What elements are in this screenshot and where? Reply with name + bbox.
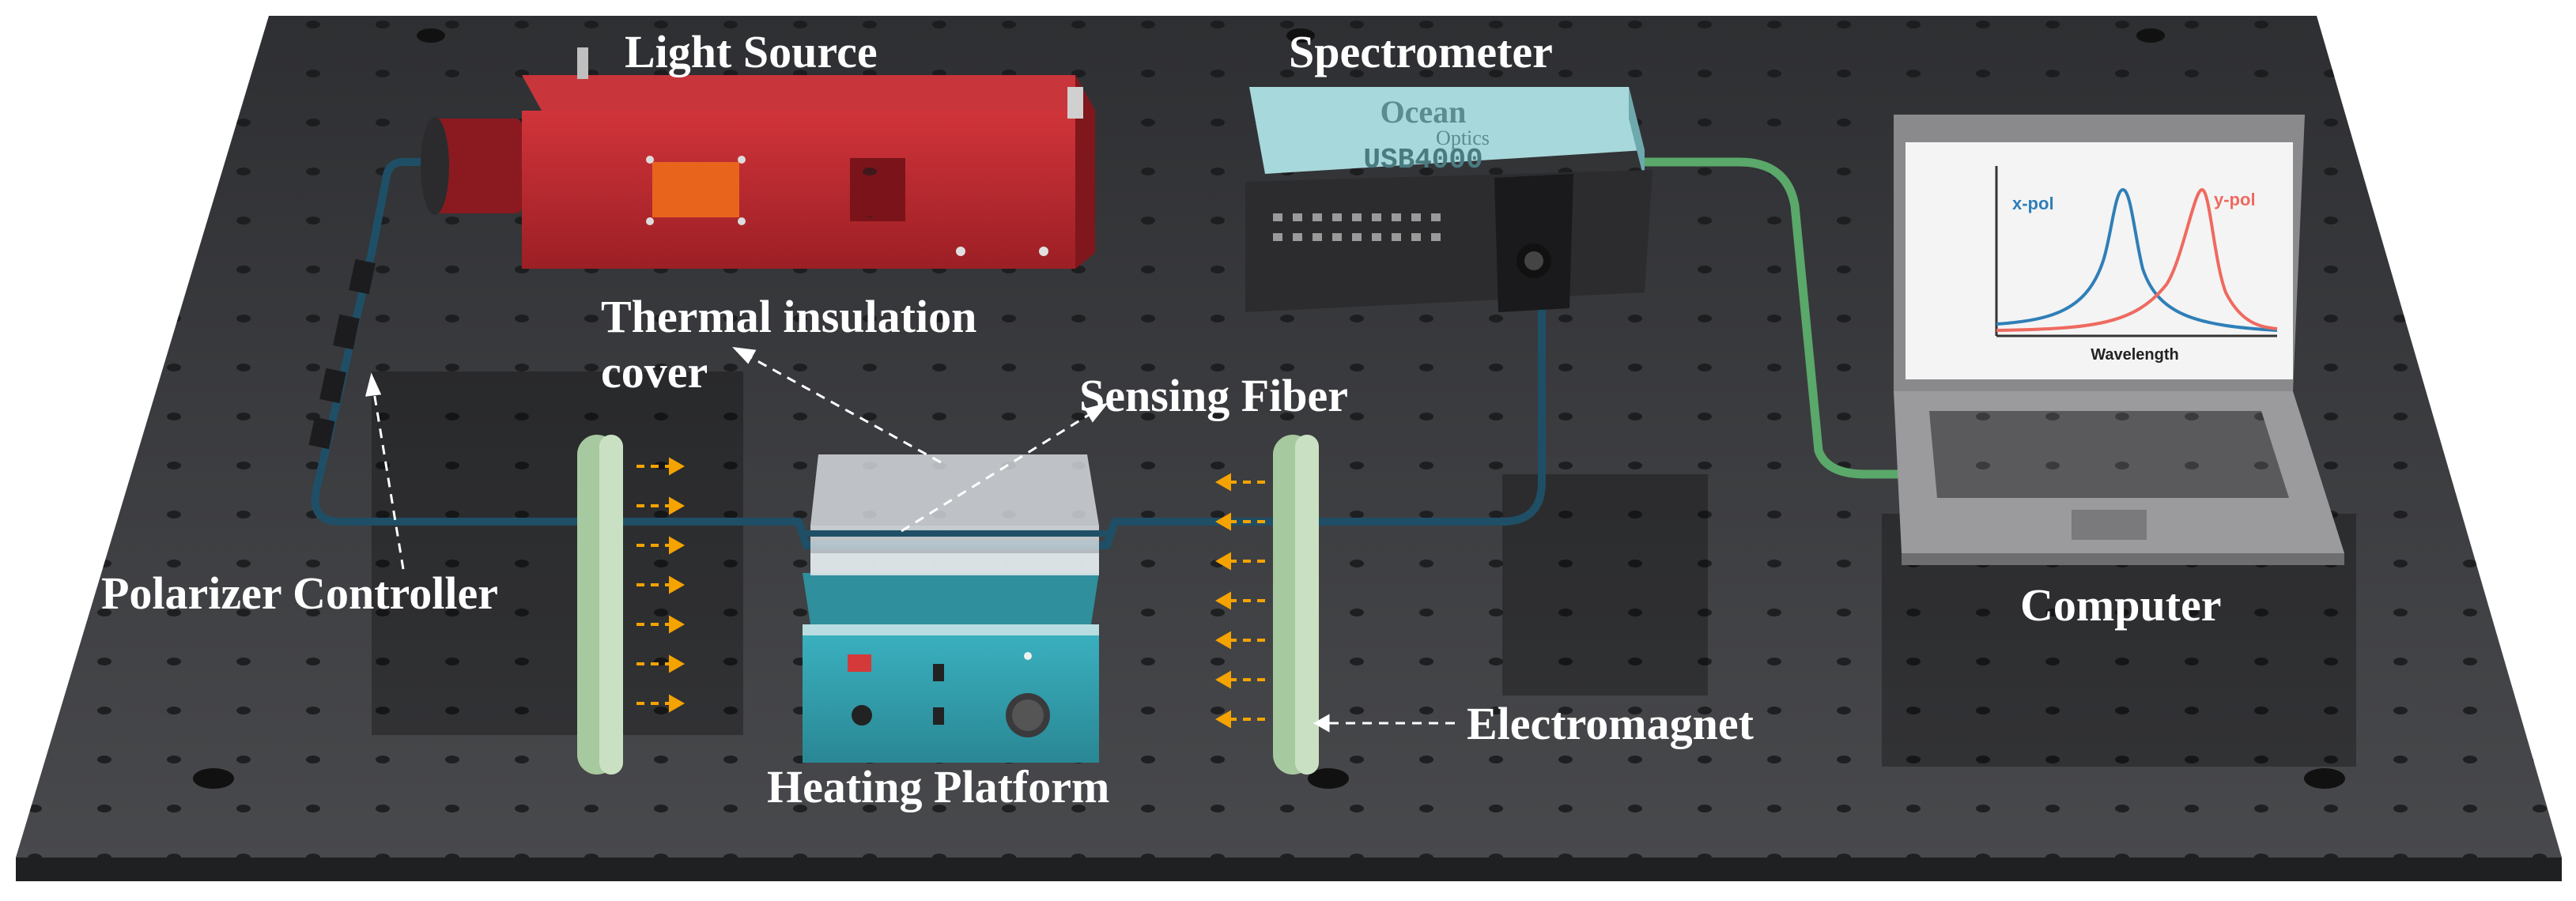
legend-y-pol: y-pol xyxy=(2214,190,2256,209)
optical-fiber xyxy=(311,158,1546,549)
field-arrows-right xyxy=(1214,473,1265,729)
laptop-screen xyxy=(1906,142,2293,379)
electromagnet-right xyxy=(1273,435,1319,775)
label-computer: Computer xyxy=(2020,579,2222,631)
label-polarizer-controller: Polarizer Controller xyxy=(101,567,498,619)
screen-plot: x-pol y-pol Wavelength xyxy=(1995,166,2278,364)
spectrometer-device: Ocean Optics USB4000 xyxy=(1245,87,1652,312)
heating-platform xyxy=(803,573,1099,763)
y-pol-curve xyxy=(1996,187,2278,332)
spectrometer-model: USB4000 xyxy=(1363,144,1483,176)
label-thermal-insulation-line1: Thermal insulation xyxy=(601,291,976,342)
spectrometer-brand-line2: Optics xyxy=(1436,126,1490,149)
label-thermal-insulation-line2: cover xyxy=(601,346,708,398)
label-electromagnet: Electromagnet xyxy=(1467,698,1754,749)
label-sensing-fiber: Sensing Fiber xyxy=(1079,370,1348,421)
polarizer-controller xyxy=(308,258,376,450)
label-light-source: Light Source xyxy=(625,26,878,77)
light-source-device xyxy=(421,47,1095,269)
usb-cable xyxy=(1640,157,1918,479)
label-heating-platform: Heating Platform xyxy=(767,761,1109,812)
field-arrows-left xyxy=(636,457,686,713)
laptop xyxy=(1894,115,2344,565)
leader-lines xyxy=(365,346,1455,733)
legend-x-pol: x-pol xyxy=(2012,194,2054,213)
thermal-insulation-cover xyxy=(810,454,1099,575)
electromagnet-left xyxy=(577,435,623,775)
screen-xlabel: Wavelength xyxy=(2091,346,2179,364)
x-pol-curve xyxy=(1996,187,2278,332)
spectrometer-brand-line1: Ocean xyxy=(1381,94,1467,130)
label-spectrometer: Spectrometer xyxy=(1289,26,1553,77)
